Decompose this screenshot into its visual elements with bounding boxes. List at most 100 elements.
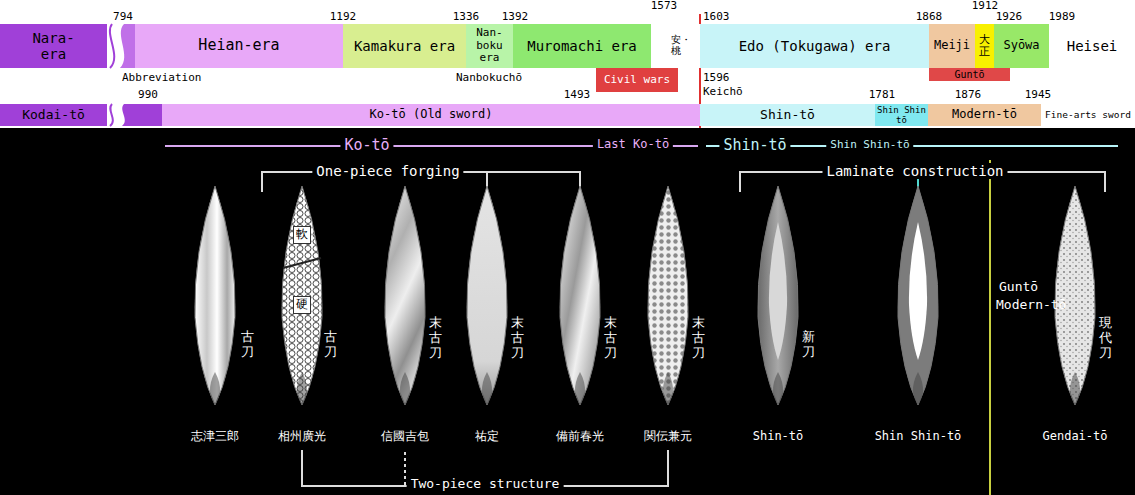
blade-section: [385, 186, 425, 405]
year-label: 1876: [955, 89, 982, 102]
year-label: 1596: [703, 72, 730, 85]
blade-edge: [773, 372, 783, 405]
blade-name: Gendai-tō: [1042, 430, 1107, 444]
node-text: Shin-tō: [760, 108, 815, 123]
construction-label: Two-piece structure: [407, 477, 564, 492]
node-text: 安・桃: [671, 35, 681, 57]
blade-section: [898, 186, 938, 405]
node-text: Fine-arts sword: [1045, 110, 1131, 121]
sword-period-band: Shin-tō: [700, 104, 875, 126]
era-band: Heian-era: [135, 24, 343, 68]
era-band: Heisei: [1049, 24, 1135, 68]
divider-line: [989, 160, 991, 495]
hardness-label: 軟: [293, 226, 311, 244]
top-ground: [0, 0, 1135, 128]
period-label: Shin Shin-tō: [826, 139, 913, 152]
node-text: Meiji: [934, 39, 970, 53]
year-label: 1573: [651, 0, 678, 13]
period-mark: 現代刀: [1099, 316, 1112, 361]
era-band: Nan- boku era: [466, 24, 513, 68]
blade-core: [769, 222, 787, 360]
hardness-divider: [283, 258, 321, 268]
blade-outline: [758, 186, 798, 405]
node-text: Modern-tō: [952, 108, 1017, 122]
blade-name: Shin Shin-tō: [875, 430, 962, 444]
era-band: 大正: [975, 24, 994, 68]
blade-section: [648, 186, 688, 405]
node-text: Nan- boku era: [468, 27, 512, 65]
sword-period-band: Modern-tō: [928, 104, 1041, 126]
year-label: 1493: [564, 89, 591, 102]
period-mark: 古刀: [241, 330, 254, 360]
blade-edge: [663, 372, 673, 405]
blade-sections: [195, 186, 1095, 405]
node-text: Civil wars: [604, 74, 670, 87]
construction-label: Laminate construction: [822, 163, 1007, 179]
break-mark: [110, 104, 113, 126]
period-label: Ko-tō: [340, 137, 393, 154]
era-band: 安・桃: [651, 24, 700, 68]
blade-edge: [1070, 372, 1080, 405]
blade-outline: [898, 186, 938, 405]
node-text: Heian-era: [198, 37, 279, 54]
blade-name: 祐定: [475, 430, 499, 444]
era-band: Meiji: [929, 24, 975, 68]
year-label: 1392: [502, 11, 529, 24]
year-label: 1603: [703, 11, 730, 24]
blade-section: [758, 186, 798, 405]
construction-label: One-piece forging: [312, 163, 463, 179]
node-text: Heisei: [1067, 38, 1118, 54]
blade-name: 関伝兼元: [644, 430, 692, 444]
blade-core: [909, 222, 927, 360]
node-text: Kamakura era: [354, 38, 455, 54]
period-label: Shin-tō: [719, 137, 790, 154]
period-label: Last Ko-tō: [593, 138, 673, 152]
blade-name: 相州廣光: [278, 430, 326, 444]
break-mark: [120, 24, 135, 68]
note-label: Keichō: [703, 86, 743, 99]
blade-outline: [385, 186, 425, 405]
node-text: Syōwa: [1003, 39, 1039, 53]
node-text: Edo (Tokugawa) era: [739, 38, 891, 54]
blade-outline: [467, 186, 507, 405]
sword-period-band: Ko-tō (Old sword): [162, 104, 700, 126]
event-box: Civil wars: [596, 68, 678, 92]
era-band: Nara- era: [0, 24, 107, 68]
node-text: Ko-tō (Old sword): [370, 108, 493, 122]
event-box: Guntō: [929, 68, 1010, 81]
break-mark: [110, 24, 114, 68]
hardness-label: 硬: [293, 296, 311, 314]
blade-edge: [210, 372, 220, 405]
period-mark: 末古刀: [429, 316, 442, 361]
year-label: 1868: [916, 11, 943, 24]
type-label: Guntō: [999, 280, 1038, 295]
year-label: 1945: [1025, 89, 1052, 102]
blade-outline: [282, 186, 322, 405]
period-mark: 末古刀: [511, 316, 524, 361]
blade-name: 志津三郎: [191, 430, 239, 444]
sword-period-band: Shin Shin tō: [875, 104, 928, 126]
blade-edge: [297, 372, 307, 405]
blade-section: [1055, 186, 1095, 405]
period-mark: 新刀: [802, 330, 815, 360]
sword-period-band: Kodai-tō: [0, 104, 107, 126]
year-label: 1336: [453, 11, 480, 24]
blade-section: [282, 186, 322, 405]
node-text: Muromachi era: [527, 38, 637, 54]
year-label: 794: [113, 11, 133, 24]
era-band: Edo (Tokugawa) era: [700, 24, 929, 68]
year-label: 1192: [330, 11, 357, 24]
node-text: Kodai-tō: [22, 108, 85, 123]
node-text: 大正: [979, 34, 990, 58]
blade-name: Shin-tō: [753, 430, 804, 444]
blade-outline: [648, 186, 688, 405]
era-band: Syōwa: [994, 24, 1049, 68]
blade-outline: [560, 186, 600, 405]
year-label: 1781: [869, 89, 896, 102]
period-mark: 末古刀: [604, 316, 617, 361]
blade-outline: [195, 186, 235, 405]
year-label: 1989: [1049, 11, 1076, 24]
blade-outline: [1055, 186, 1095, 405]
year-label: 1912: [972, 0, 999, 13]
